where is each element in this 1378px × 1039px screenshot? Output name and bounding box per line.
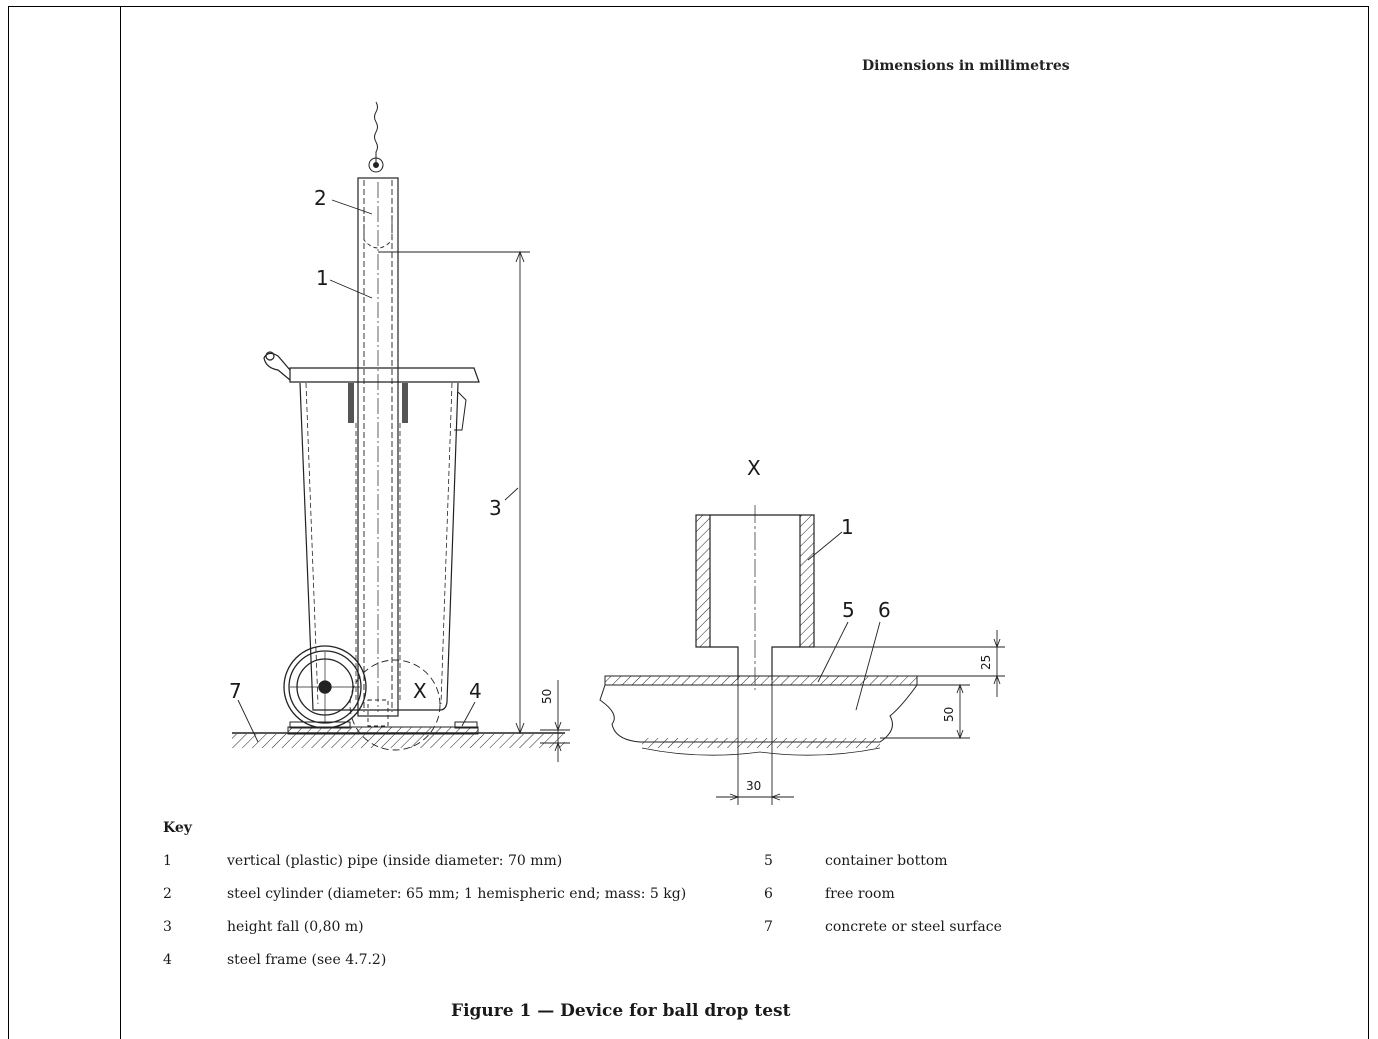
key-item-3-num: 3: [163, 919, 172, 935]
callout-5: 5: [842, 598, 855, 622]
callout-4: 4: [469, 679, 482, 703]
dimension-50-right: 50: [942, 707, 956, 722]
key-item-2-num: 2: [163, 886, 172, 902]
callout-x-left: X: [413, 679, 427, 703]
dimension-30: 30: [746, 779, 761, 793]
key-item-3-text: height fall (0,80 m): [227, 919, 364, 935]
key-item-5-text: container bottom: [825, 853, 948, 869]
callout-2: 2: [314, 186, 327, 210]
callout-3: 3: [489, 496, 502, 520]
callout-7: 7: [229, 679, 242, 703]
height-dimension: [378, 250, 530, 735]
detail-pipe: [695, 505, 815, 690]
callout-1-detail: 1: [841, 515, 854, 539]
dimension-50-left: 50: [540, 689, 554, 704]
leader-lines-detail: [807, 531, 881, 711]
rope: [368, 101, 384, 173]
leader-lines-left: [237, 199, 476, 743]
key-item-6-num: 6: [764, 886, 773, 902]
key-item-4-text: steel frame (see 4.7.2): [227, 952, 387, 968]
detail-container-bottom: [599, 675, 918, 756]
callout-1: 1: [316, 266, 329, 290]
key-item-1-text: vertical (plastic) pipe (inside diameter…: [227, 853, 563, 869]
ground-surface-left: [232, 732, 565, 748]
dimensions-note: Dimensions in millimetres: [862, 58, 1070, 74]
figure-caption: Figure 1 — Device for ball drop test: [451, 1001, 791, 1021]
dimension-25: 25: [979, 655, 993, 670]
height-50-dimension-left: [540, 680, 570, 762]
key-item-6-text: free room: [825, 886, 895, 902]
page-margin-column: [8, 6, 121, 1039]
key-item-2-text: steel cylinder (diameter: 65 mm; 1 hemis…: [227, 886, 687, 902]
steel-frame: [287, 721, 479, 735]
detail-dimensions: [716, 630, 1005, 805]
key-item-1-num: 1: [163, 853, 172, 869]
key-item-4-num: 4: [163, 952, 172, 968]
detail-circle-x: [349, 659, 441, 751]
vertical-pipe: [357, 177, 399, 717]
page-content-frame: [121, 6, 1369, 1039]
key-title: Key: [163, 820, 192, 836]
callout-x-detail: X: [747, 456, 761, 480]
key-item-7-text: concrete or steel surface: [825, 919, 1002, 935]
key-item-5-num: 5: [764, 853, 773, 869]
callout-6: 6: [878, 598, 891, 622]
waste-container: [263, 351, 480, 727]
key-item-7-num: 7: [764, 919, 773, 935]
